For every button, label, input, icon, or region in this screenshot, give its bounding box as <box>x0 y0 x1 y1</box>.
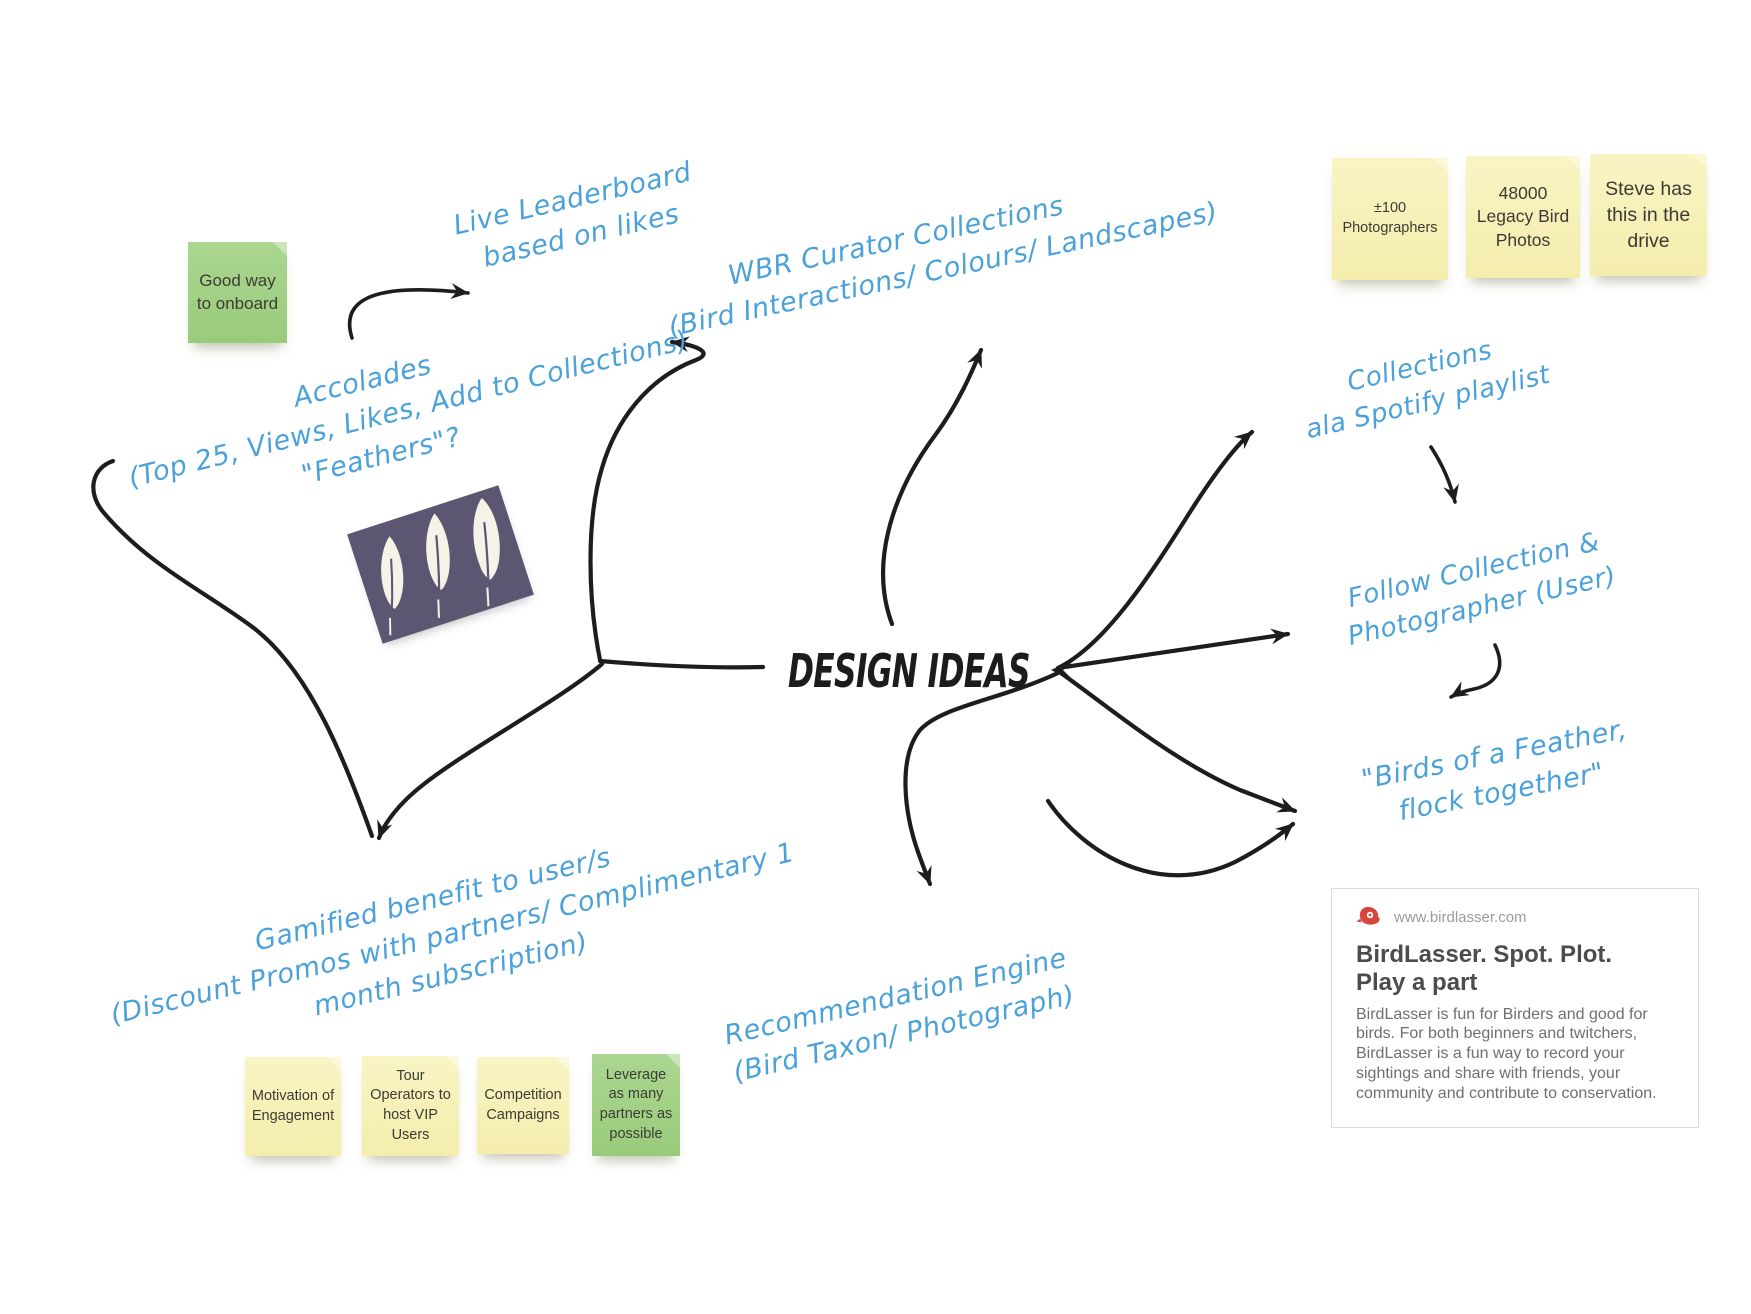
sticky-steve-drive[interactable]: Steve has this in the drive <box>1590 154 1707 276</box>
arrow-lower-to-birds[interactable] <box>1045 798 1296 878</box>
sticky-text: Tour Operators to host VIP Users <box>370 1067 451 1143</box>
feather-icon <box>473 498 500 607</box>
card-url: www.birdlasser.com <box>1394 908 1527 926</box>
arrow-title-to-gamified[interactable] <box>376 661 605 841</box>
feather-icon <box>426 513 450 618</box>
sticky-text: Competition Campaigns <box>484 1086 562 1123</box>
sticky-good-way-to-onboard[interactable]: Good way to onboard <box>188 242 287 343</box>
arrow-title-to-leaderboard[interactable] <box>588 336 706 663</box>
feathers-image[interactable] <box>347 485 534 644</box>
arrow-title-to-recommendation[interactable] <box>903 670 1061 887</box>
arrow-title-to-birds[interactable] <box>1055 668 1298 814</box>
arrow-title-to-collections[interactable] <box>1055 429 1255 671</box>
arrow-follow-to-birds[interactable] <box>1449 643 1502 699</box>
birdlasser-card[interactable]: www.birdlasser.com BirdLasser. Spot. Plo… <box>1331 888 1699 1128</box>
sticky-text: Steve has this in the drive <box>1605 177 1692 253</box>
sticky-tour-operators[interactable]: Tour Operators to host VIP Users <box>362 1056 459 1156</box>
sticky-text: Leverage as many partners as possible <box>599 1066 673 1142</box>
sticky-competition[interactable]: Competition Campaigns <box>477 1057 569 1154</box>
birdlasser-logo-icon <box>1356 907 1380 925</box>
feather-icon <box>381 536 404 636</box>
card-title-line2: Play a part <box>1356 968 1478 996</box>
sticky-text: 48000 Legacy Bird Photos <box>1476 182 1570 250</box>
arrow-title-to-follow[interactable] <box>1055 628 1291 671</box>
card-title-line1: BirdLasser. Spot. Plot. <box>1356 941 1613 968</box>
sticky-text: ±100 Photographers <box>1342 200 1438 236</box>
sticky-text: Motivation of Engagement <box>251 1087 335 1124</box>
arrow-accolades-to-leaderboard[interactable] <box>347 283 470 340</box>
arrow-title-to-wbr[interactable] <box>881 347 984 627</box>
board-title[interactable]: DESIGN IDEAS <box>788 644 1030 698</box>
sticky-motivation[interactable]: Motivation of Engagement <box>245 1057 341 1156</box>
arrow-collections-to-follow[interactable] <box>1429 445 1459 504</box>
line-left-hub-to-title[interactable] <box>597 658 766 670</box>
sticky-photographers[interactable]: ±100 Photographers <box>1332 158 1448 280</box>
sticky-text: Good way to onboard <box>196 270 279 313</box>
card-body: BirdLasser is fun for Birders and good f… <box>1356 1005 1657 1102</box>
line-hook-to-gamified[interactable] <box>91 458 375 839</box>
sticky-leverage-partners[interactable]: Leverage as many partners as possible <box>592 1054 680 1156</box>
sticky-legacy-photos[interactable]: 48000 Legacy Bird Photos <box>1466 156 1580 278</box>
